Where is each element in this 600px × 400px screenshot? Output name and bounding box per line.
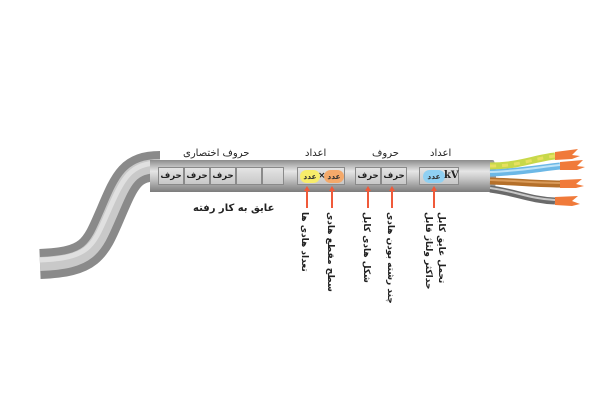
- abbrev-cell: حرف: [158, 167, 184, 185]
- heading-numbers-2: اعداد: [430, 148, 452, 159]
- voltage-number: عدد: [423, 170, 445, 183]
- conductor-count-number: عدد: [300, 170, 320, 183]
- abbrev-cell: [236, 167, 262, 185]
- letter-cell: حرف: [381, 167, 407, 185]
- pointer-arrow: [391, 190, 393, 208]
- arrowhead: [389, 186, 395, 191]
- pointer-arrow: [306, 190, 308, 208]
- abbrev-cell: حرف: [210, 167, 236, 185]
- insulation-caption: عایق به کار رفته: [193, 203, 275, 214]
- copper-strands: [555, 149, 585, 206]
- label-stranded-conductor: چند رشته بودن هادی: [385, 212, 395, 304]
- label-max-voltage: حداکثر ولتاژ قابل: [423, 212, 433, 290]
- label-conductor-count: تعداد هادی ها: [299, 212, 309, 272]
- arrowhead: [431, 186, 437, 191]
- label-cross-section: سطح مقطع هادی: [325, 212, 335, 292]
- arrowhead: [365, 186, 371, 191]
- number-pair-box: عدد × عدد: [297, 167, 345, 185]
- heading-letters: حروف: [372, 148, 399, 159]
- label-insulation-tolerance: تحمل عایق کابل: [436, 212, 446, 284]
- arrowhead: [329, 186, 335, 191]
- abbrev-cell: حرف: [184, 167, 210, 185]
- pointer-arrow: [433, 190, 435, 208]
- letter-cell: حرف: [355, 167, 381, 185]
- pointer-arrow: [367, 190, 369, 208]
- voltage-box: عدد kV: [419, 167, 459, 185]
- voltage-unit: kV: [444, 170, 459, 181]
- heading-abbreviations: حروف اختصاری: [183, 148, 250, 159]
- abbrev-cell: [262, 167, 284, 185]
- label-conductor-shape: شکل هادی کابل: [361, 212, 371, 283]
- pointer-arrow: [331, 190, 333, 208]
- arrowhead: [304, 186, 310, 191]
- multiply-sign: ×: [318, 171, 326, 181]
- cross-section-number: عدد: [324, 170, 344, 183]
- heading-numbers-1: اعداد: [305, 148, 327, 159]
